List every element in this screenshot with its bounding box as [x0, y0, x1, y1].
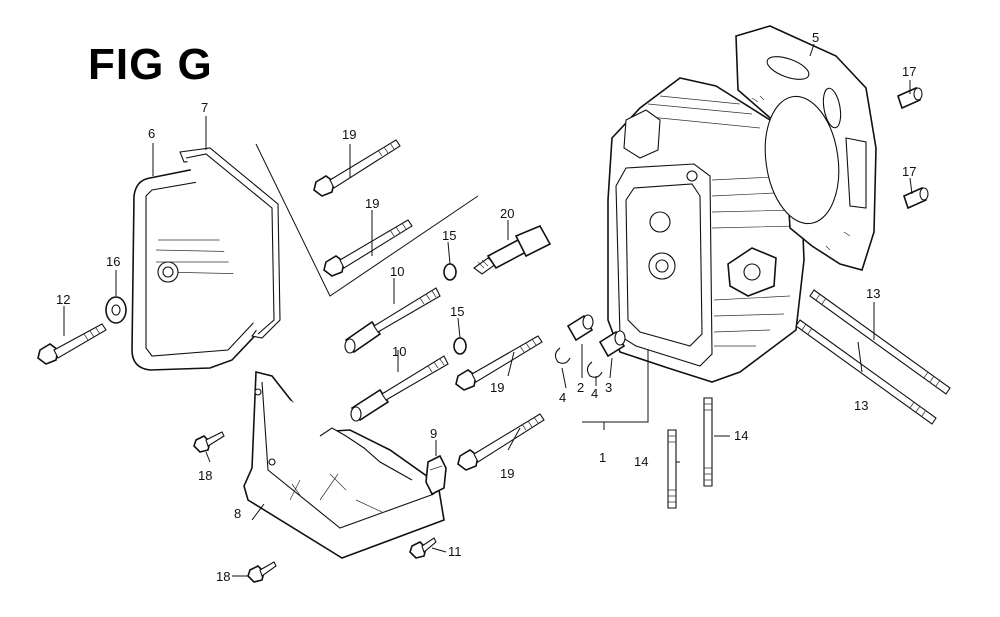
head-gasket: [735, 25, 877, 271]
callout-13-upper: 13: [866, 286, 880, 301]
long-stud-lower: [795, 319, 937, 425]
callout-19-third: 19: [490, 380, 504, 395]
callout-17-upper: 17: [902, 64, 916, 79]
small-bolt-bottom: [409, 537, 437, 559]
collar-stud-lower: [350, 355, 449, 422]
spark-plug: [473, 224, 552, 275]
long-stud-upper: [809, 289, 951, 395]
callout-15-upper: 15: [442, 228, 456, 243]
cylinder-head: [607, 77, 805, 383]
washer-upper: [443, 263, 457, 281]
callout-3: 3: [605, 380, 612, 395]
callout-7: 7: [201, 100, 208, 115]
collar-stud-upper: [344, 287, 441, 354]
clip-ring-right: [586, 361, 603, 378]
dowel-pin-lower: [903, 186, 929, 210]
figure-title: FIG G: [88, 40, 213, 89]
long-bolt-upper: [313, 139, 401, 197]
callout-18-lower: 18: [216, 569, 230, 584]
long-bolt-right-lower: [457, 413, 545, 471]
callout-13-lower: 13: [854, 398, 868, 413]
callout-1: 1: [599, 450, 606, 465]
callout-5: 5: [812, 30, 819, 45]
callout-9: 9: [430, 426, 437, 441]
callout-8: 8: [234, 506, 241, 521]
long-bolt-middle: [323, 219, 413, 277]
callout-10-lower: 10: [392, 344, 406, 359]
sealing-washer: [105, 296, 127, 324]
small-bolt-lower: [247, 561, 277, 583]
stud-left: [667, 429, 677, 509]
leader-lines: [63, 43, 913, 577]
callout-12: 12: [56, 292, 70, 307]
callout-19-fourth: 19: [500, 466, 514, 481]
callout-2: 2: [577, 380, 584, 395]
clip: [425, 454, 447, 496]
valve-guide-right: [598, 330, 626, 358]
valve-cover-gasket: [179, 147, 281, 339]
callout-19-second: 19: [365, 196, 379, 211]
callout-4-right: 4: [591, 386, 598, 401]
bracket: [243, 370, 445, 559]
long-bolt-right-upper: [455, 335, 543, 391]
callout-16: 16: [106, 254, 120, 269]
washer-lower: [453, 337, 467, 355]
callout-14-right: 14: [734, 428, 748, 443]
callout-11: 11: [448, 544, 462, 559]
callout-18-upper: 18: [198, 468, 212, 483]
callout-numbers: 6 7 5 17 17 19 19 20 15 15 10 10 16 12 1…: [56, 30, 916, 584]
callout-19-top: 19: [342, 127, 356, 142]
callout-4-left: 4: [559, 390, 566, 405]
clip-ring-left: [554, 347, 571, 364]
flange-bolt: [37, 323, 107, 365]
valve-guide-left: [566, 314, 594, 342]
callout-15-lower: 15: [450, 304, 464, 319]
callout-20: 20: [500, 206, 514, 221]
callout-17-lower: 17: [902, 164, 916, 179]
small-bolt-upper: [193, 431, 225, 453]
stud-right: [703, 397, 713, 487]
guide-line: [255, 143, 479, 297]
callout-10-upper: 10: [390, 264, 404, 279]
callout-6: 6: [148, 126, 155, 141]
callout-14-left: 14: [634, 454, 648, 469]
